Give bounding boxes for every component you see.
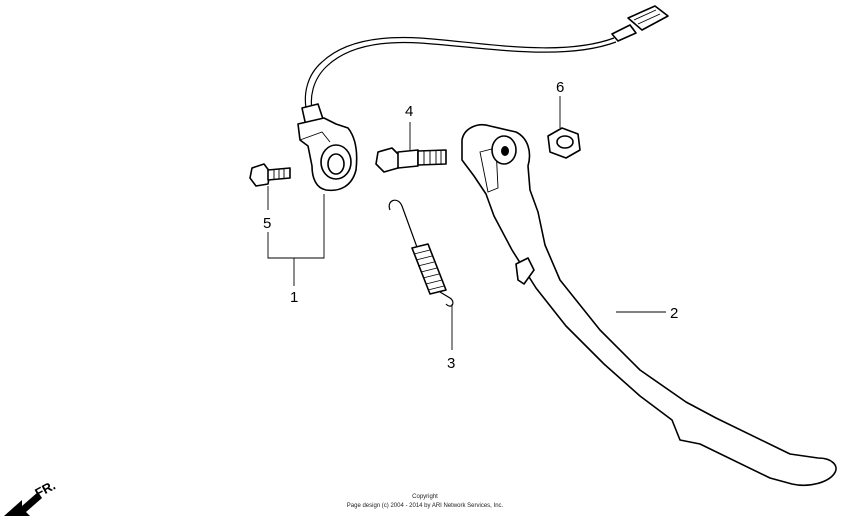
callout-1: 1 bbox=[290, 289, 298, 306]
spring-3 bbox=[388, 199, 454, 307]
front-arrow-icon bbox=[4, 492, 42, 516]
leader-lines bbox=[267, 96, 666, 350]
callout-3: 3 bbox=[447, 355, 455, 372]
lock-nut-6 bbox=[547, 127, 581, 159]
side-stand-switch bbox=[297, 103, 358, 192]
side-stand-2 bbox=[461, 124, 837, 487]
harness-connector bbox=[611, 5, 669, 42]
wire-harness bbox=[304, 36, 617, 111]
flange-bolt-5 bbox=[249, 163, 291, 187]
callout-6: 6 bbox=[556, 79, 564, 96]
copyright-line-2: Page design (c) 2004 - 2014 by ARI Netwo… bbox=[347, 503, 504, 509]
front-direction-indicator: FR. bbox=[4, 478, 58, 516]
copyright-line-1: Copyright bbox=[412, 494, 438, 500]
callout-4: 4 bbox=[405, 103, 413, 120]
callout-5: 5 bbox=[263, 215, 271, 232]
pivot-bolt-4 bbox=[375, 147, 447, 173]
callout-2: 2 bbox=[670, 305, 678, 322]
